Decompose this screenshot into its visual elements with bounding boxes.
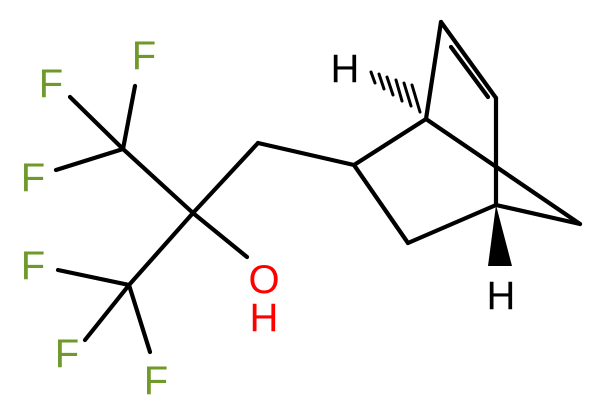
atom-f5: F	[55, 332, 79, 376]
atom-h-bottom: H	[487, 274, 516, 318]
atom-f4: F	[21, 244, 45, 288]
atom-h-top: H	[331, 47, 360, 91]
hashed-wedge-top	[369, 70, 422, 114]
atom-f6: F	[144, 359, 168, 403]
bond-ch2-c2	[255, 140, 357, 168]
bond-c6-c5-b	[448, 44, 491, 100]
atom-oxygen: O	[248, 258, 279, 302]
bond-c3-c4	[405, 202, 499, 246]
bond-cf3a-f3	[53, 146, 126, 173]
bond-c2-c3	[351, 162, 411, 246]
bond-center-cf3a	[120, 146, 196, 216]
bond-c1-c6	[423, 19, 444, 122]
bond-c1-c7	[423, 116, 583, 227]
atom-f1: F	[132, 34, 156, 78]
atom-f2: F	[39, 62, 63, 106]
bond-center-oxygen	[190, 210, 250, 260]
bond-cf3a-f2	[67, 94, 126, 152]
bond-cf3a-f1	[120, 83, 138, 152]
bond-c7-c4	[493, 202, 583, 227]
solid-wedge-bottom	[488, 205, 512, 266]
bond-c2-c1	[351, 116, 429, 168]
bond-c6-c5-a	[438, 19, 499, 101]
atom-hydroxyl-h: H	[250, 296, 279, 340]
bond-center-ch2	[190, 140, 261, 216]
atom-f3: F	[21, 156, 45, 200]
bond-cf3b-f6	[126, 282, 153, 355]
bond-cf3b-f5	[82, 282, 132, 343]
bond-cf3b-f4	[55, 267, 132, 288]
bond-center-cf3b	[126, 210, 196, 288]
